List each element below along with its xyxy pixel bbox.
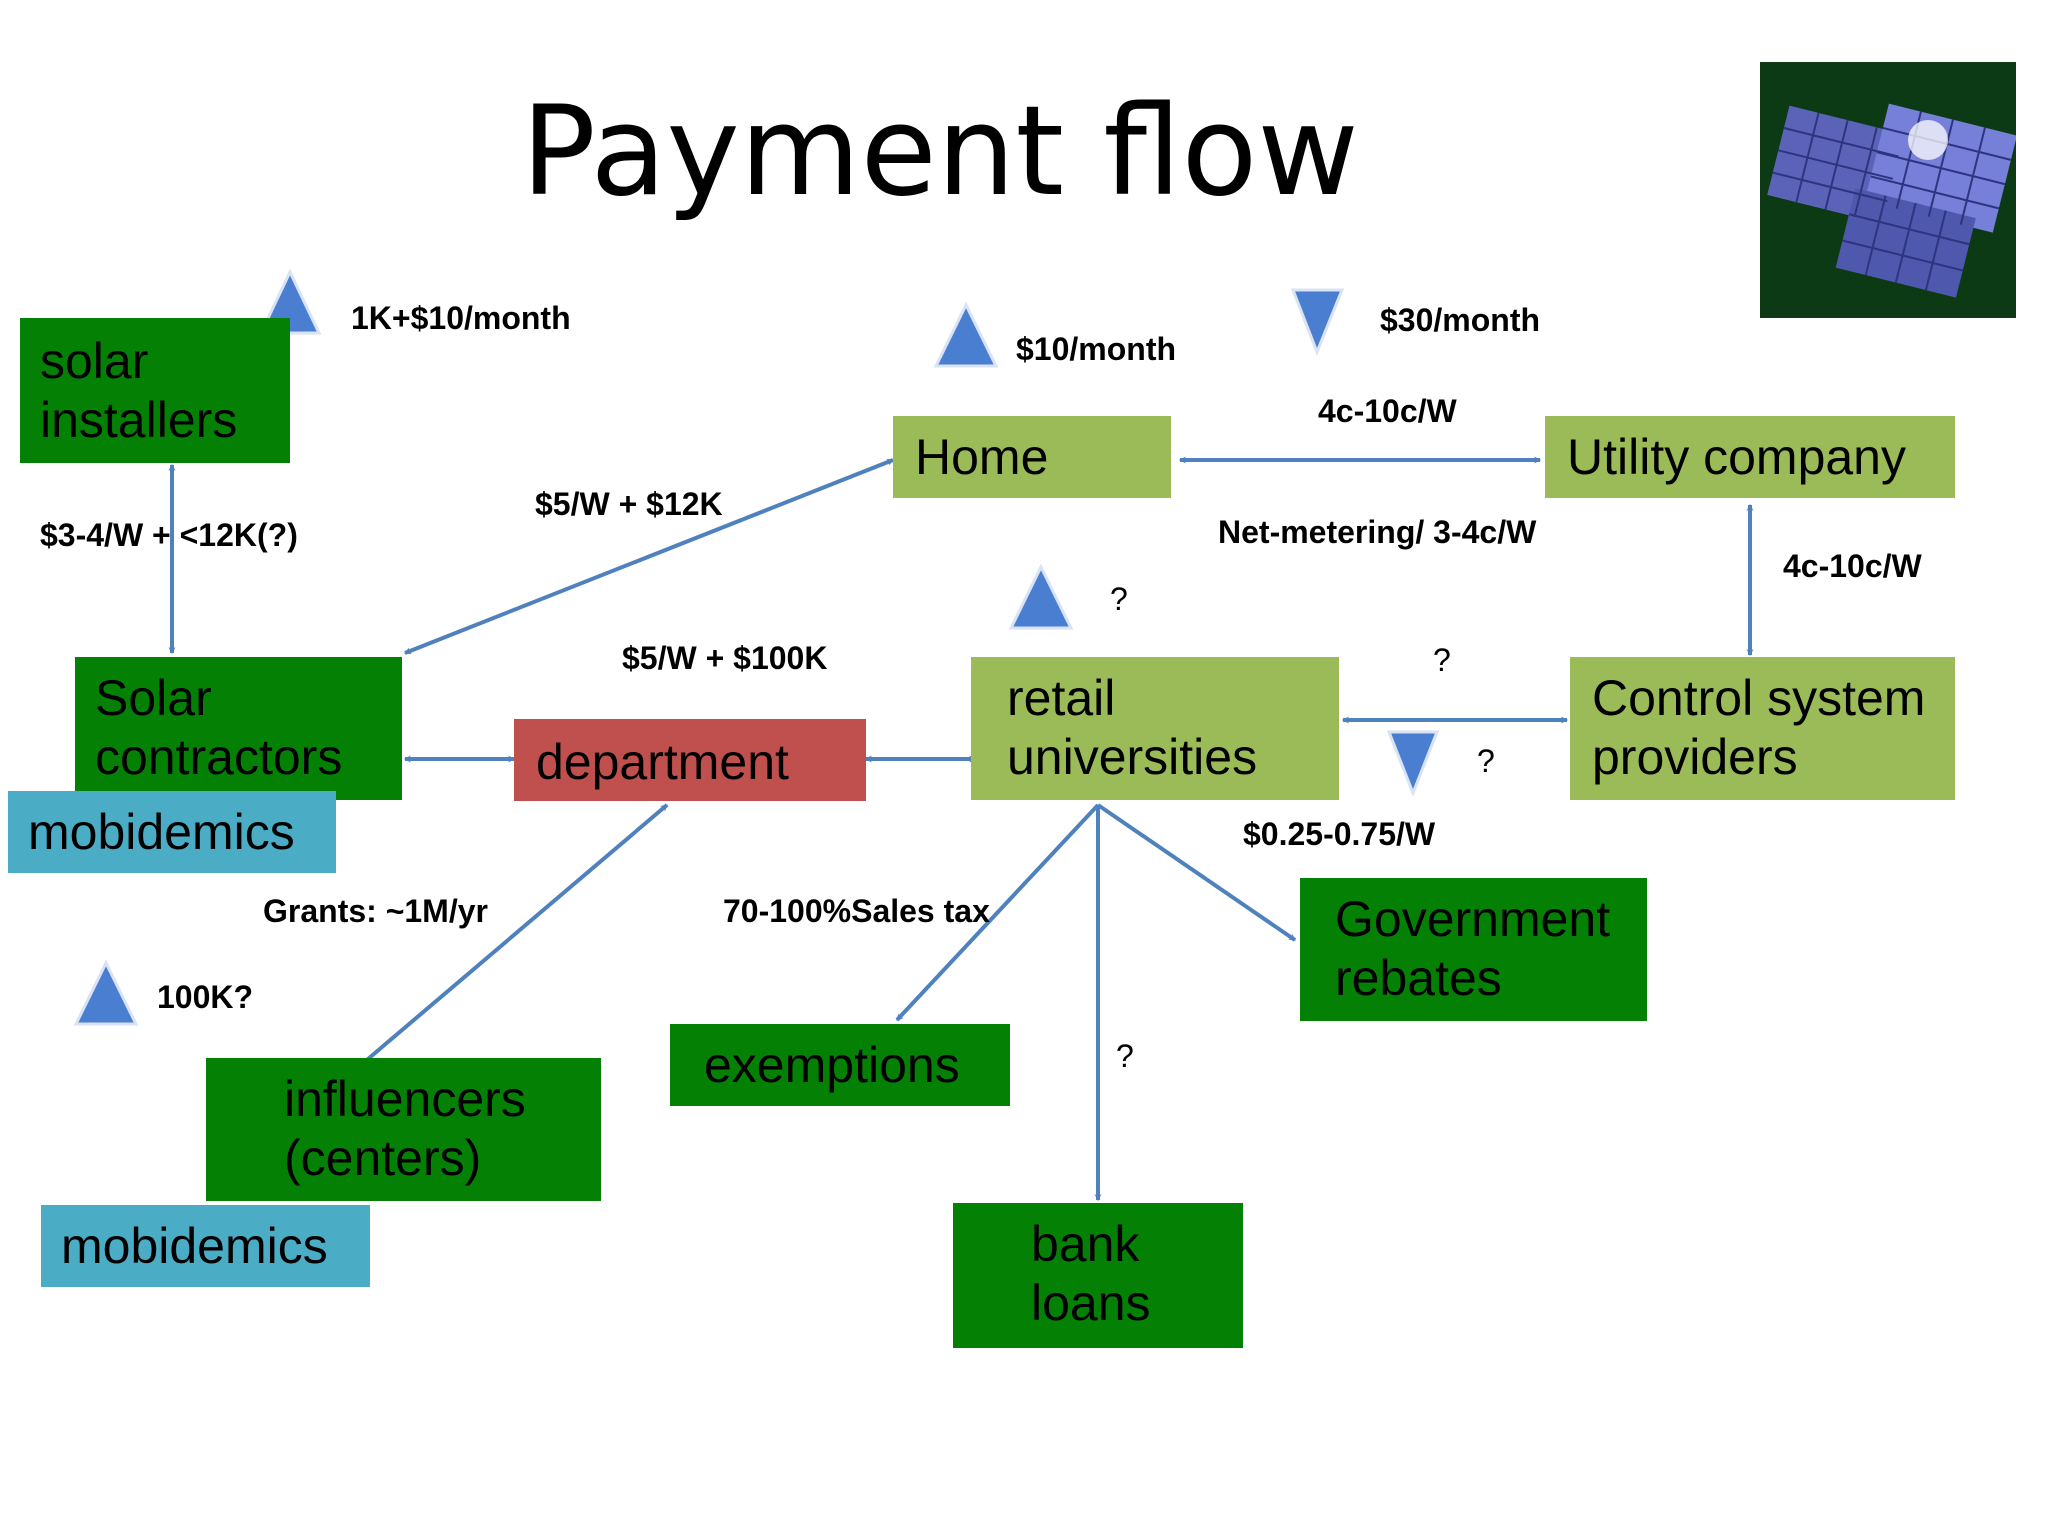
label-home-price: $10/month <box>1016 331 1177 367</box>
arrow-department-influencers <box>353 803 669 1072</box>
label-retail-triangle-q: ? <box>1110 581 1128 617</box>
node-exemptions: exemptions <box>670 1024 1010 1106</box>
label-installers-price: 1K+$10/month <box>351 300 571 336</box>
node-department: department <box>514 719 866 801</box>
label-installers-contractors: $3-4/W + <12K(?) <box>40 517 298 553</box>
node-control-system-providers: Control system providers <box>1570 657 1955 800</box>
label-home-utility: 4c-10c/W <box>1318 393 1457 429</box>
node-government-rebates: Government rebates <box>1300 878 1647 1021</box>
node-influencers: influencers (centers) <box>206 1058 601 1201</box>
label-net-metering: Net-metering/ 3-4c/W <box>1218 514 1537 550</box>
node-home: Home <box>893 416 1171 498</box>
node-retail-universities: retail universities <box>971 657 1339 800</box>
label-retail-control-q: ? <box>1433 642 1451 678</box>
label-utility-control: 4c-10c/W <box>1783 548 1922 584</box>
up-triangle-home-icon <box>933 301 999 368</box>
down-triangle-control-icon <box>1386 730 1440 798</box>
label-sales-tax: 70-100%Sales tax <box>723 893 990 929</box>
up-triangle-retail-icon <box>1008 563 1074 630</box>
down-triangle-utility-icon <box>1290 288 1345 357</box>
page-title: Payment flow <box>521 80 1359 224</box>
node-bank-loans: bank loans <box>953 1203 1243 1348</box>
label-bank-q: ? <box>1116 1038 1134 1074</box>
up-triangle-influencers-icon <box>73 959 139 1026</box>
arrow-retail-government <box>1096 803 1297 942</box>
label-control-down-q: ? <box>1477 743 1495 779</box>
arrow-contractors-home <box>403 458 895 655</box>
label-grants: Grants: ~1M/yr <box>263 893 488 929</box>
label-utility-price: $30/month <box>1380 302 1541 338</box>
node-solar-contractors: Solar contractors <box>75 657 402 800</box>
solar-panel-photo <box>1760 62 2016 318</box>
node-utility-company: Utility company <box>1545 416 1955 498</box>
label-dept-retail: $5/W + $100K <box>622 640 828 676</box>
label-rebate-range: $0.25-0.75/W <box>1243 816 1436 852</box>
label-influencers-amount: 100K? <box>157 979 254 1015</box>
node-mobidemics-top: mobidemics <box>8 791 336 873</box>
label-contractors-home: $5/W + $12K <box>535 486 723 522</box>
node-mobidemics-bottom: mobidemics <box>41 1205 370 1287</box>
up-triangle-installers-icon <box>258 268 322 335</box>
node-solar-installers: solar installers <box>20 318 290 463</box>
arrow-retail-exemptions <box>895 803 1100 1022</box>
